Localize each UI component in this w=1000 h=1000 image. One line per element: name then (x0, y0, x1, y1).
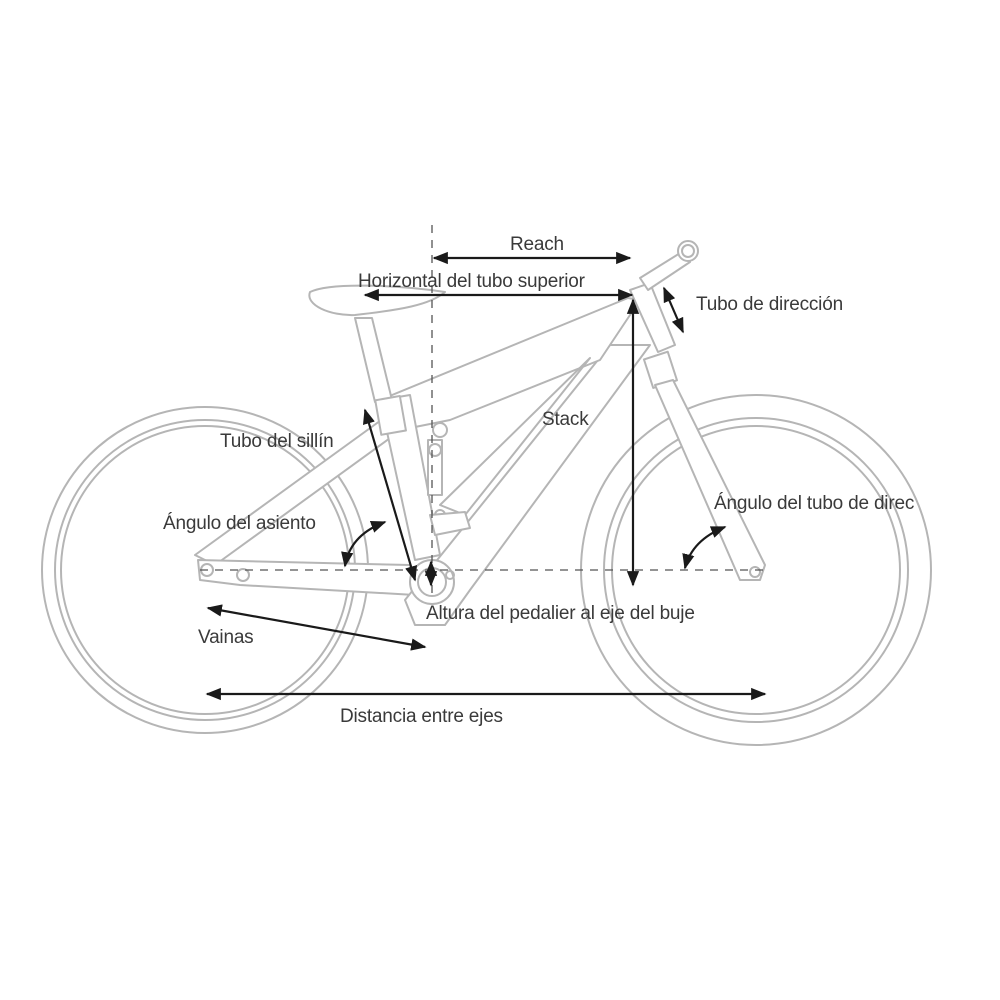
label-seat-angle: Ángulo del asiento (163, 513, 316, 534)
seat-angle-arc (341, 520, 387, 568)
label-seat-tube: Tubo del sillín (220, 431, 334, 452)
head-tube-arrow (662, 286, 685, 334)
label-chainstays: Vainas (198, 627, 254, 648)
label-top-tube-horizontal: Horizontal del tubo superior (358, 271, 585, 292)
label-head-tube: Tubo de dirección (696, 294, 843, 315)
label-head-tube-angle: Ángulo del tubo de direc (714, 493, 915, 514)
label-wheelbase: Distancia entre ejes (340, 706, 503, 727)
label-bb-drop: Altura del pedalier al eje del buje (426, 603, 695, 624)
head-angle-arc (682, 525, 727, 570)
label-stack: Stack (542, 409, 589, 430)
seat-tube-arrow (363, 408, 417, 582)
measurement-arrows (205, 251, 767, 701)
chainstay-arrow (206, 604, 427, 651)
reference-lines (200, 225, 770, 600)
label-reach: Reach (510, 234, 564, 255)
